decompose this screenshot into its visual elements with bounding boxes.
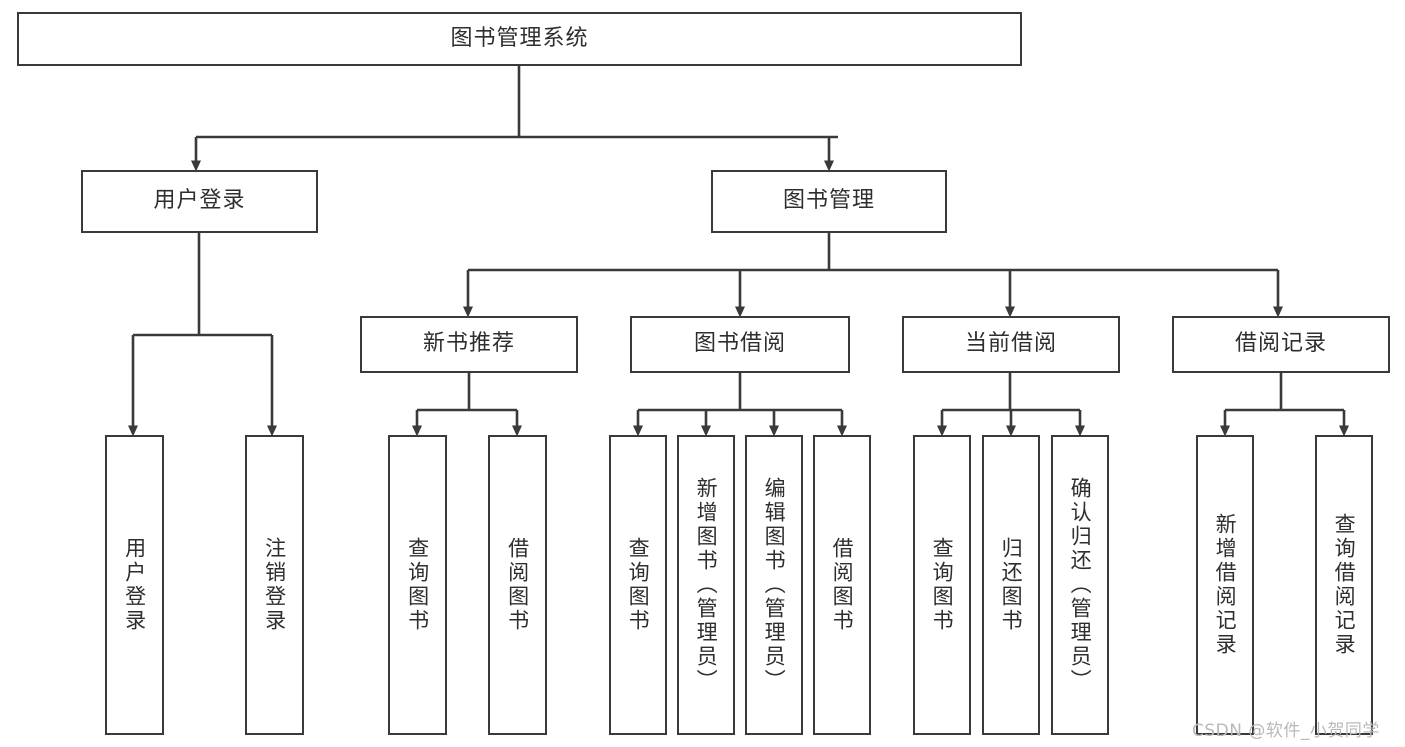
node-label: 当前借阅 (964, 331, 1057, 357)
node-new-book-recommend[interactable]: 新书推荐 (360, 316, 578, 373)
leaf-user-login[interactable]: 用户登录 (105, 435, 164, 735)
node-current-borrow[interactable]: 当前借阅 (902, 316, 1120, 373)
node-label: 图书管理 (782, 188, 875, 214)
node-label: 查询借阅记录 (1332, 513, 1357, 657)
node-book-borrow[interactable]: 图书借阅 (630, 316, 850, 373)
node-book-management[interactable]: 图书管理 (711, 170, 947, 233)
leaf-record-query-record[interactable]: 查询借阅记录 (1315, 435, 1373, 735)
node-label: 新增图书（管理员） (694, 477, 719, 693)
node-label: 借阅图书 (505, 537, 530, 633)
node-label: 新书推荐 (422, 331, 515, 357)
node-user-login[interactable]: 用户登录 (81, 170, 318, 233)
node-label: 查询图书 (626, 537, 651, 633)
node-root-library-system[interactable]: 图书管理系统 (17, 12, 1022, 66)
leaf-current-query-book[interactable]: 查询图书 (913, 435, 971, 735)
node-label: 确认归还（管理员） (1068, 477, 1093, 693)
leaf-new-book-query-book[interactable]: 查询图书 (388, 435, 447, 735)
csdn-watermark: CSDN @软件_小贺同学 (1192, 721, 1380, 741)
leaf-logout[interactable]: 注销登录 (245, 435, 304, 735)
leaf-new-book-borrow-book[interactable]: 借阅图书 (488, 435, 547, 735)
leaf-current-confirm-return-admin[interactable]: 确认归还（管理员） (1051, 435, 1109, 735)
node-label: 图书借阅 (693, 331, 786, 357)
node-borrow-record[interactable]: 借阅记录 (1172, 316, 1390, 373)
leaf-borrow-edit-book-admin[interactable]: 编辑图书（管理员） (745, 435, 803, 735)
node-label: 查询图书 (405, 537, 430, 633)
leaf-current-return-book[interactable]: 归还图书 (982, 435, 1040, 735)
node-label: 归还图书 (999, 537, 1024, 633)
node-label: 编辑图书（管理员） (762, 477, 787, 693)
node-label: 用户登录 (153, 188, 246, 214)
node-label: 图书管理系统 (450, 25, 589, 51)
node-label: 借阅图书 (830, 537, 855, 633)
node-label: 用户登录 (122, 537, 147, 633)
node-label: 查询图书 (930, 537, 955, 633)
leaf-borrow-borrow-book[interactable]: 借阅图书 (813, 435, 871, 735)
node-label: 新增借阅记录 (1213, 513, 1238, 657)
leaf-record-add-record[interactable]: 新增借阅记录 (1196, 435, 1254, 735)
leaf-borrow-add-book-admin[interactable]: 新增图书（管理员） (677, 435, 735, 735)
node-label: 注销登录 (262, 537, 287, 633)
node-label: 借阅记录 (1234, 331, 1327, 357)
leaf-borrow-query-book[interactable]: 查询图书 (609, 435, 667, 735)
